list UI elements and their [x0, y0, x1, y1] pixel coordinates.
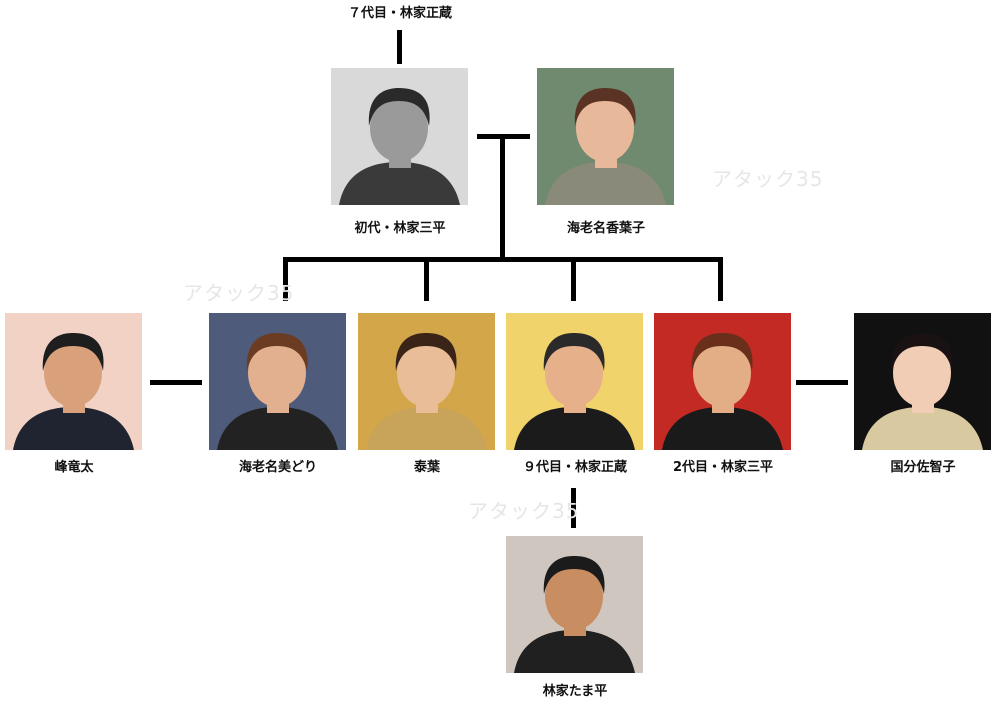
person-name-shodai: 初代・林家三平 [354, 221, 446, 236]
photo-tamahei [506, 536, 643, 673]
connector-shichidaime-to-shodai [397, 30, 402, 64]
watermark-upper-right: アタック35 [712, 167, 824, 191]
connector-marriage-mine-midori [150, 380, 202, 385]
portrait-hair [395, 333, 457, 371]
photo-mine [5, 313, 142, 450]
portrait-shoulders [545, 162, 666, 205]
photo-kyudaime [506, 313, 643, 450]
photo-kokubu [854, 313, 991, 450]
portrait-shoulders [514, 630, 635, 673]
person-name-kyudaime: ９代目・林家正蔵 [522, 460, 627, 475]
portrait-face [545, 562, 603, 630]
connector-drop-kyudaime [571, 257, 576, 301]
photo-nidaime [654, 313, 791, 450]
portrait-shoulders [339, 162, 460, 205]
portrait-hair [368, 88, 430, 126]
portrait-hair [543, 333, 605, 371]
connector-trunk [500, 134, 505, 260]
portrait-face [576, 94, 634, 162]
portrait-face [248, 339, 306, 407]
connector-kyudaime-to-tamahei [571, 488, 576, 528]
portrait-shoulders [217, 407, 338, 450]
photo-shodai [331, 68, 468, 205]
portrait-hair [246, 333, 308, 371]
person-name-mine: 峰竜太 [54, 460, 94, 475]
person-name-kokubu: 国分佐智子 [890, 460, 956, 475]
watermark-middle-left: アタック35 [183, 281, 295, 305]
person-name-midori: 海老名美どり [238, 460, 317, 475]
portrait-shoulders [514, 407, 635, 450]
portrait-image [537, 68, 674, 205]
portrait-face [693, 339, 751, 407]
portrait-shoulders [13, 407, 134, 450]
portrait-hair [574, 88, 636, 126]
portrait-shoulders [366, 407, 487, 450]
portrait-image [506, 536, 643, 673]
connector-drop-nidaime [718, 257, 723, 301]
connector-drop-midori [283, 257, 288, 301]
portrait-hair [891, 333, 953, 371]
portrait-hair [543, 556, 605, 594]
photo-midori [209, 313, 346, 450]
portrait-image [209, 313, 346, 450]
portrait-shoulders [862, 407, 983, 450]
portrait-face [370, 94, 428, 162]
portrait-hair [691, 333, 753, 371]
connector-marriage-nidaime-kokubu [796, 380, 848, 385]
portrait-face [893, 339, 951, 407]
photo-kayoko [537, 68, 674, 205]
portrait-image [654, 313, 791, 450]
connector-drop-yasuha [424, 257, 429, 301]
portrait-face [545, 339, 603, 407]
portrait-image [331, 68, 468, 205]
portrait-image [506, 313, 643, 450]
portrait-hair [42, 333, 104, 371]
person-name-nidaime: 2代目・林家三平 [672, 460, 774, 475]
portrait-face [44, 339, 102, 407]
watermark-lower-center: アタック35 [468, 499, 580, 523]
portrait-image [5, 313, 142, 450]
portrait-image [854, 313, 991, 450]
person-name-yasuha: 泰葉 [413, 460, 440, 475]
person-name-shichidaime: ７代目・林家正蔵 [347, 6, 452, 21]
photo-yasuha [358, 313, 495, 450]
portrait-shoulders [662, 407, 783, 450]
person-name-tamahei: 林家たま平 [542, 684, 608, 699]
portrait-image [358, 313, 495, 450]
portrait-face [397, 339, 455, 407]
person-name-kayoko: 海老名香葉子 [566, 221, 645, 236]
connector-children-bar [283, 257, 723, 262]
